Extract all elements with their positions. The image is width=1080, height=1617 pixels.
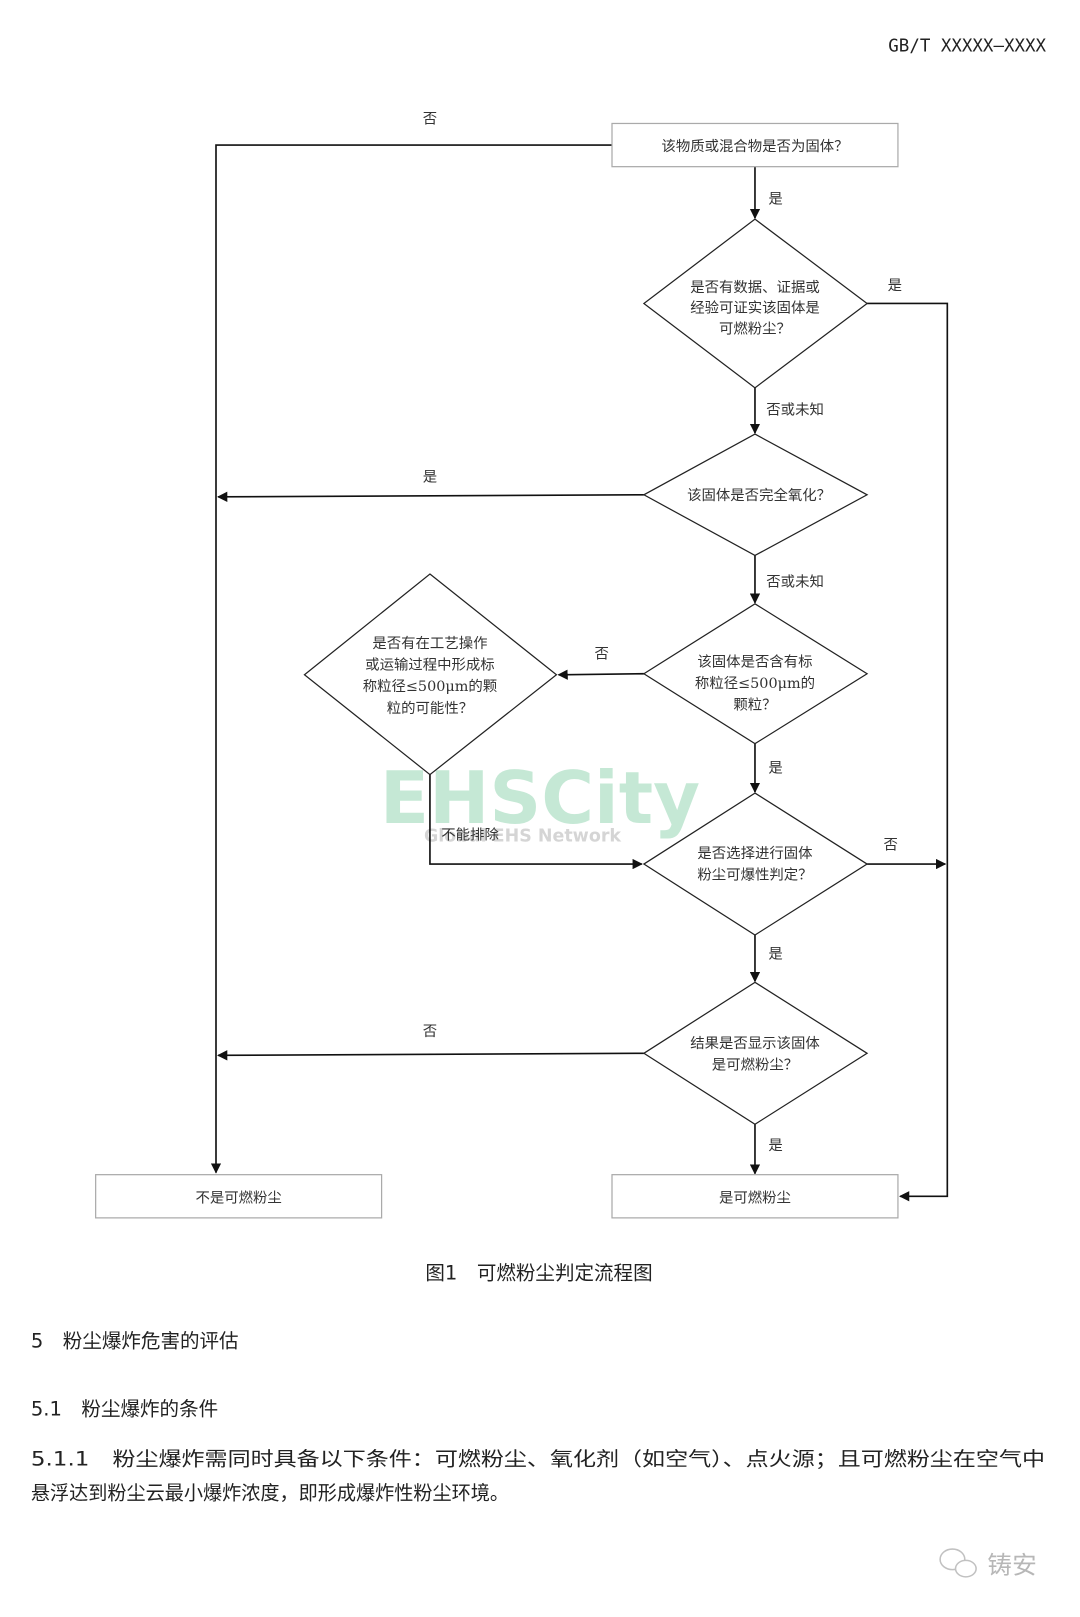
d2-line: 该固体是否完全氧化？ (687, 486, 831, 504)
d1-line: 可燃粉尘？ (719, 319, 791, 337)
end-box-combustible: 是可燃粉尘 (611, 1174, 899, 1219)
decision-d6: 结果是否显示该固体是可燃粉尘？ (642, 981, 869, 1126)
edge-label: 否 (423, 1024, 437, 1040)
start-box: 该物质或混合物是否为固体？ (611, 122, 899, 168)
wechat-logo: 铸安 (939, 1548, 1037, 1580)
connectors (210, 144, 949, 1202)
d4-line: 称粒径≤500μm的颗 (363, 678, 497, 695)
edge-labels: 否 是 是 否或未知 是 否或未知 否 不能排除 是 否 是 否 是 (423, 111, 902, 1154)
section-5-1-1-line2: 悬浮达到粉尘云最小爆炸浓度，即形成爆炸性粉尘环境。 (31, 1482, 509, 1505)
end-box-combustible-text: 是可燃粉尘 (719, 1188, 791, 1206)
d4-line: 粒的可能性？ (387, 700, 473, 717)
edge-label: 否 (884, 838, 898, 854)
d5-line: 是否选择进行固体 (697, 845, 812, 862)
edge-label: 否 (595, 646, 609, 662)
decision-d5: 是否选择进行固体粉尘可爆性判定？ (642, 792, 869, 936)
d4-line: 或运输过程中形成标 (365, 657, 495, 674)
d6-line: 是可燃粉尘？ (712, 1056, 798, 1074)
edge-label: 否 (423, 111, 437, 127)
section-5-1-heading: 5.1 粉尘爆炸的条件 (31, 1397, 218, 1420)
edge-label: 是 (768, 192, 782, 208)
decision-d3: 该固体是否含有标称粒径≤500μm的颗粒？ (642, 603, 869, 745)
d3-line: 称粒径≤500μm的 (695, 675, 815, 692)
figure-caption: 图1 可燃粉尘判定流程图 (425, 1262, 652, 1285)
edge-label: 否或未知 (766, 573, 824, 590)
edge-label: 是 (423, 469, 437, 485)
section-5-heading: 5 粉尘爆炸危害的评估 (31, 1329, 239, 1352)
decision-d1: 是否有数据、证据或经验可证实该固体是可燃粉尘？ (642, 218, 869, 389)
decision-d4: 是否有在工艺操作或运输过程中形成标称粒径≤500μm的颗粒的可能性？ (303, 573, 558, 776)
document-code: GB/T XXXXX—XXXX (888, 36, 1046, 56)
end-box-not-combustible: 不是可燃粉尘 (95, 1174, 383, 1219)
edge-label: 是 (768, 1138, 782, 1154)
svg-text:是否有数据、证据或经验可证实该固体是可燃粉尘？: 是否有数据、证据或经验可证实该固体是可燃粉尘？ (690, 279, 820, 337)
end-box-not-combustible-text: 不是可燃粉尘 (195, 1188, 281, 1206)
logo-text: 铸安 (987, 1551, 1036, 1580)
wechat-icon (939, 1548, 977, 1578)
watermark-subtitle: Global EHS Network (424, 826, 621, 846)
edge-label: 不能排除 (441, 826, 499, 843)
d3-line: 颗粒？ (733, 697, 776, 714)
svg-text:是否选择进行固体粉尘可爆性判定？: 是否选择进行固体粉尘可爆性判定？ (697, 845, 812, 884)
edge-label: 否或未知 (766, 402, 824, 419)
edge-label: 是 (768, 947, 782, 963)
d3-line: 该固体是否含有标 (697, 654, 812, 671)
d1-line: 是否有数据、证据或 (690, 279, 820, 296)
d1-line: 经验可证实该固体是 (690, 300, 820, 317)
svg-text:结果是否显示该固体是可燃粉尘？: 结果是否显示该固体是可燃粉尘？ (690, 1035, 820, 1074)
decision-d2: 该固体是否完全氧化？ (642, 433, 869, 557)
d5-line: 粉尘可爆性判定？ (697, 866, 812, 883)
d4-line: 是否有在工艺操作 (372, 635, 487, 652)
d6-line: 结果是否显示该固体 (690, 1035, 820, 1052)
edge-label: 是 (888, 278, 902, 294)
svg-text:是否有在工艺操作或运输过程中形成标称粒径≤500μm的颗粒的: 是否有在工艺操作或运输过程中形成标称粒径≤500μm的颗粒的可能性？ (363, 635, 497, 717)
edge-label: 是 (768, 761, 782, 777)
svg-text:该固体是否含有标称粒径≤500μm的颗粒？: 该固体是否含有标称粒径≤500μm的颗粒？ (695, 654, 815, 714)
start-box-text: 该物质或混合物是否为固体？ (661, 138, 848, 155)
section-5-1-1-line1: 5.1.1 粉尘爆炸需同时具备以下条件：可燃粉尘、氧化剂（如空气）、点火源；且可… (31, 1448, 1045, 1471)
